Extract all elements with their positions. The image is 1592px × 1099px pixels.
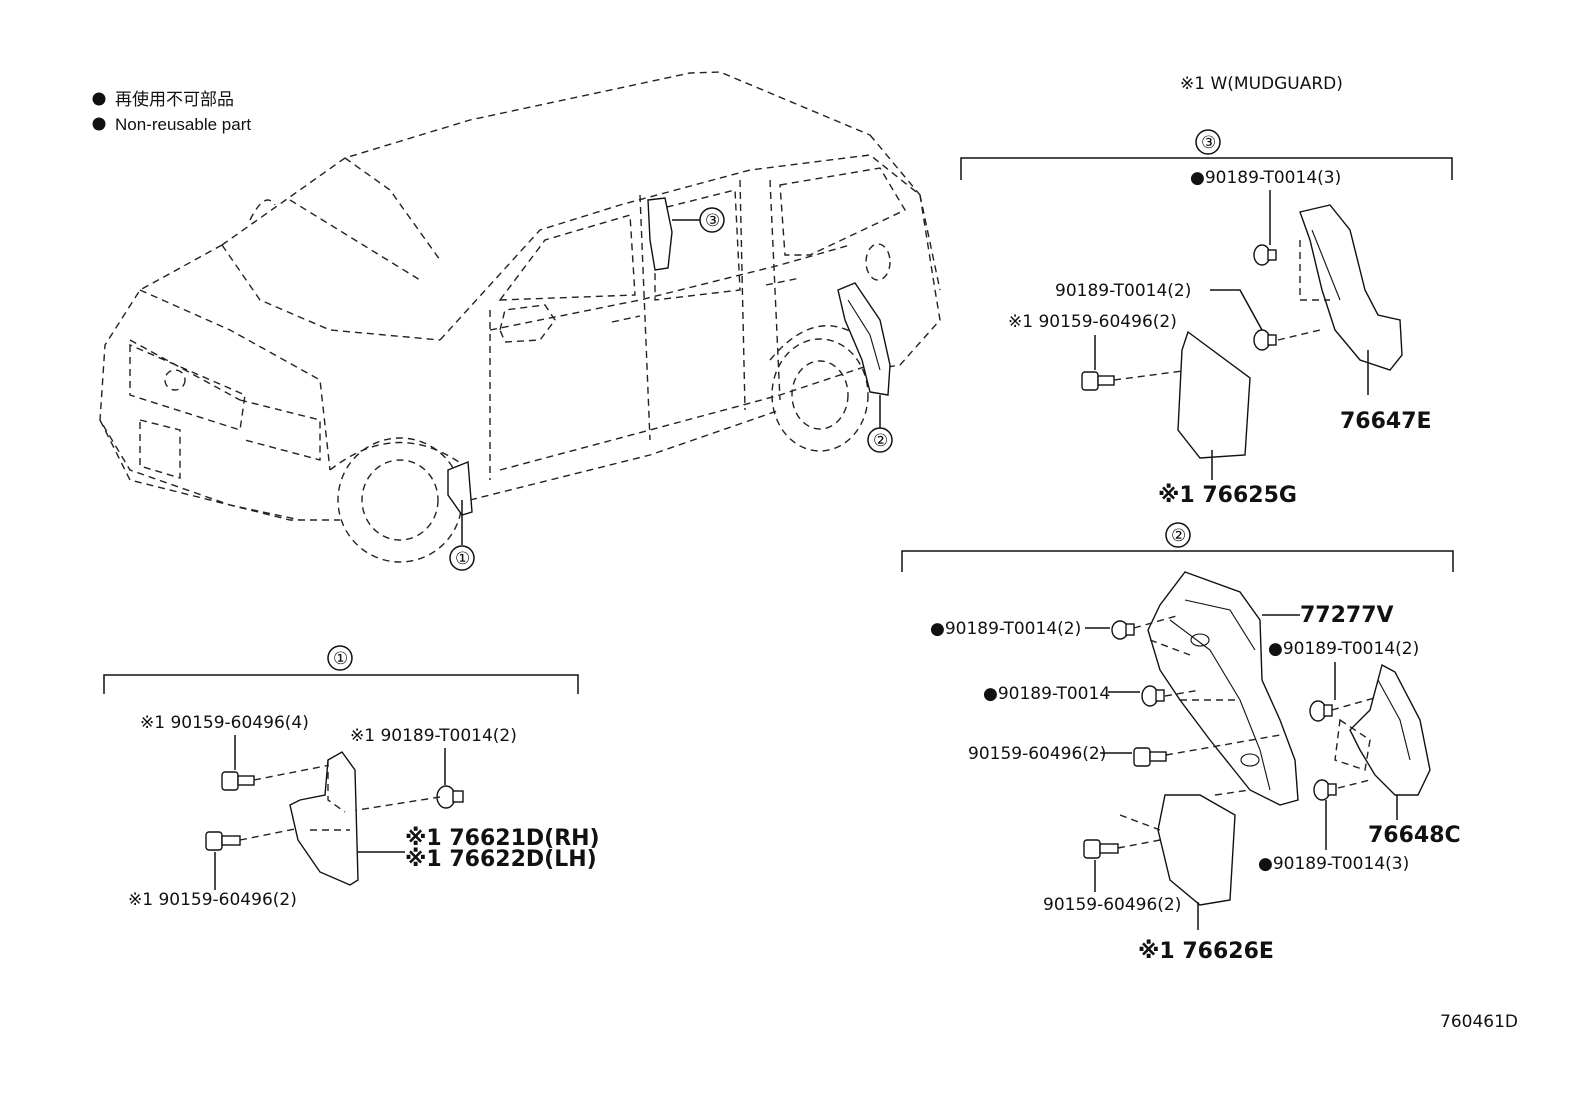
legend: 再使用不可部品 Non-reusable part: [92, 89, 251, 134]
g1-bolt-top-label: ※1 90159-60496(4): [140, 713, 309, 733]
bolt-icon: [1133, 747, 1167, 767]
g2-liner-label: 77277V: [1300, 603, 1394, 628]
g2-bolt-a-label: 90159-60496(2): [968, 744, 1106, 764]
car-part-3: ③: [647, 197, 725, 271]
legend-text-jp: 再使用不可部品: [115, 89, 234, 109]
g2-part-d-label: ※1 76626E: [1138, 939, 1274, 964]
g3-clip-top-label: ●90189-T0014(3): [1190, 168, 1341, 188]
g3-part-b-label: ※1 76625G: [1158, 483, 1297, 508]
bolt-icon: [1081, 371, 1115, 391]
clip-icon: [1309, 700, 1333, 722]
g2-clip-c-label: ●90189-T0014: [983, 684, 1110, 704]
group-3-number: ③: [1201, 133, 1216, 153]
bolt-icon: [221, 771, 255, 791]
bolt-icon: [205, 831, 241, 851]
clip-icon: [1253, 244, 1277, 266]
clip-icon: [436, 785, 464, 809]
group-1: ① ※1 90159-60496(4) ※1 90189-T0014(2) ※1…: [103, 645, 600, 910]
callout-2-car: ②: [873, 431, 888, 451]
clip-icon: [1253, 329, 1277, 351]
car-mudguard-front: ①: [447, 460, 475, 571]
vehicle-outline: [99, 71, 941, 563]
group-1-number: ①: [333, 649, 348, 669]
group-2: ② 77277V ●90189-T0014(2) ●90189-T0014 90…: [901, 522, 1461, 964]
g2-part-c-label: 76648C: [1368, 823, 1461, 848]
legend-text-en: Non-reusable part: [115, 115, 251, 134]
g3-clip-mid-label: 90189-T0014(2): [1055, 281, 1191, 301]
figure-id: 760461D: [1440, 1012, 1518, 1032]
g2-clip-b-label: ●90189-T0014(2): [1268, 639, 1419, 659]
g1-mudguard-lh-label: ※1 76622D(LH): [405, 847, 597, 872]
callout-1-car: ①: [455, 549, 470, 569]
group-2-number: ②: [1171, 526, 1186, 546]
g2-bolt-b-label: 90159-60496(2): [1043, 895, 1181, 915]
callout-3-car: ③: [705, 211, 720, 231]
clip-icon: [1313, 779, 1337, 801]
g1-mudguard-rh-label: ※1 76621D(RH): [405, 826, 600, 851]
group-3: ③ ●90189-T0014(3) 90189-T0014(2) ※1 9015…: [960, 129, 1453, 508]
g2-clip-a-label: ●90189-T0014(2): [930, 619, 1081, 639]
bullet-icon: [92, 117, 106, 131]
bolt-icon: [1083, 839, 1119, 859]
clip-icon: [1141, 685, 1165, 707]
g3-part-a-label: 76647E: [1340, 409, 1432, 434]
g2-clip-d-label: ●90189-T0014(3): [1258, 854, 1409, 874]
clip-icon: [1111, 620, 1135, 640]
g1-bolt-bottom-label: ※1 90159-60496(2): [128, 890, 297, 910]
g1-clip-top-label: ※1 90189-T0014(2): [350, 726, 517, 746]
bullet-icon: [92, 92, 106, 106]
mudguard-note: ※1 W(MUDGUARD): [1180, 74, 1343, 94]
g3-bolt-label: ※1 90159-60496(2): [1008, 312, 1177, 332]
car-mudguard-rear: ②: [837, 282, 893, 453]
